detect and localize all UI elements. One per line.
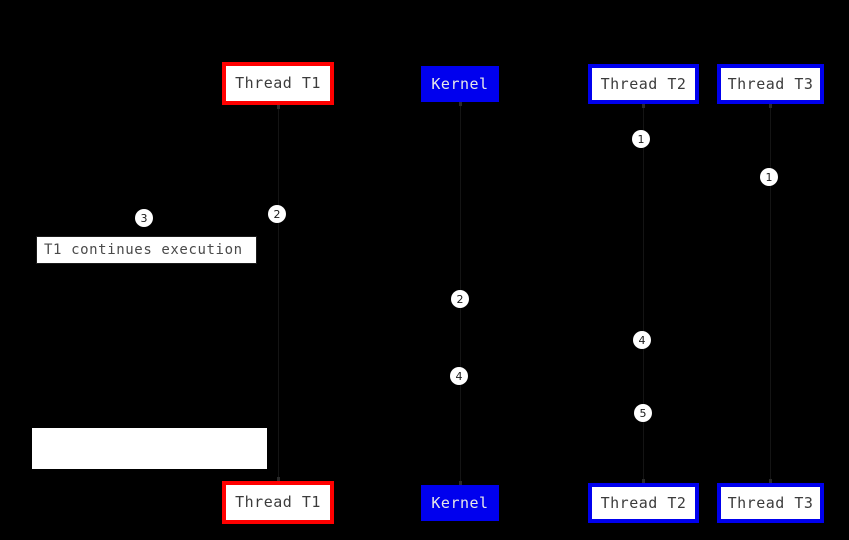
step-badge-1-t3: 1 — [760, 168, 778, 186]
lifeline-thread-t1-stub-top — [277, 105, 280, 109]
step-badge-label: 2 — [456, 292, 464, 306]
step-badge-3-t1: 3 — [135, 209, 153, 227]
participant-kernel-bottom[interactable]: Kernel — [421, 485, 499, 521]
blank-note-box — [32, 428, 267, 469]
participant-thread-t1-bottom[interactable]: Thread T1 — [222, 481, 334, 524]
participant-kernel-top[interactable]: Kernel — [421, 66, 499, 102]
participant-thread-t3-bottom[interactable]: Thread T3 — [717, 483, 824, 523]
participant-label: Thread T2 — [600, 493, 687, 512]
step-badge-label: 4 — [455, 369, 463, 383]
participant-label: Thread T1 — [235, 74, 321, 92]
lifeline-thread-t2 — [643, 104, 644, 483]
step-badge-4-kernel: 4 — [450, 367, 468, 385]
lifeline-thread-t2-stub-top — [642, 104, 645, 108]
lifeline-thread-t2-stub-bottom — [642, 479, 645, 483]
lifeline-thread-t3 — [770, 104, 771, 483]
participant-label: Thread T3 — [727, 493, 814, 512]
participant-thread-t1-top[interactable]: Thread T1 — [222, 62, 334, 105]
participant-label: Kernel — [431, 493, 489, 512]
participant-label: Thread T3 — [727, 74, 814, 93]
lifeline-thread-t3-stub-top — [769, 104, 772, 108]
lifeline-kernel-stub-bottom — [459, 481, 462, 485]
participant-thread-t3-top[interactable]: Thread T3 — [717, 64, 824, 104]
step-badge-4-t2: 4 — [633, 331, 651, 349]
step-badge-1-t2: 1 — [632, 130, 650, 148]
lifeline-thread-t3-stub-bottom — [769, 479, 772, 483]
participant-label: Kernel — [431, 74, 489, 93]
lifeline-thread-t1-stub-bottom — [277, 477, 280, 481]
step-badge-label: 3 — [140, 211, 148, 225]
step-badge-label: 4 — [638, 333, 646, 347]
step-badge-2-t1: 2 — [268, 205, 286, 223]
participant-label: Thread T2 — [600, 74, 687, 93]
step-badge-label: 5 — [639, 406, 647, 420]
note-t1-continues-execution: T1 continues execution — [36, 236, 257, 264]
step-badge-label: 2 — [273, 207, 281, 221]
step-badge-label: 1 — [637, 132, 645, 146]
participant-thread-t2-bottom[interactable]: Thread T2 — [588, 483, 699, 523]
note-text: T1 continues execution — [44, 242, 243, 258]
step-badge-2-kernel: 2 — [451, 290, 469, 308]
participant-thread-t2-top[interactable]: Thread T2 — [588, 64, 699, 104]
participant-label: Thread T1 — [235, 493, 321, 511]
step-badge-label: 1 — [765, 170, 773, 184]
step-badge-5-t2: 5 — [634, 404, 652, 422]
lifeline-thread-t1 — [278, 105, 279, 481]
lifeline-kernel-stub-top — [459, 102, 462, 106]
